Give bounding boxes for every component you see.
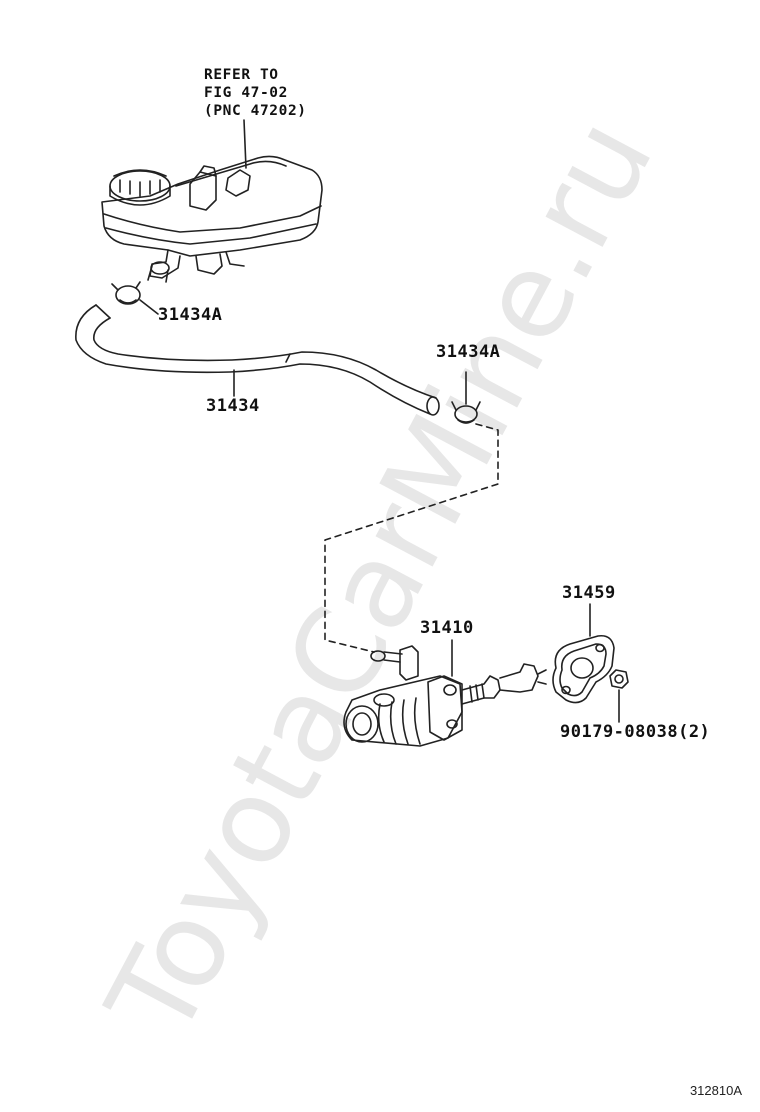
callout-clamp-upper[interactable]: 31434A	[158, 305, 223, 325]
reference-note-line1: REFER TO	[204, 67, 279, 83]
hose-clamp-lower[interactable]	[451, 371, 481, 424]
callout-nut[interactable]: 90179-08038(2)	[560, 722, 711, 742]
callout-master-cylinder[interactable]: 31410	[420, 618, 474, 638]
hose-clamp-upper[interactable]	[111, 281, 159, 315]
gasket[interactable]	[552, 603, 615, 704]
callout-hose[interactable]: 31434	[206, 396, 260, 416]
reference-note-line3: (PNC 47202)	[204, 103, 307, 119]
clutch-master-cylinder[interactable]	[343, 639, 547, 747]
callout-gasket[interactable]: 31459	[562, 583, 616, 603]
reservoir-tank[interactable]	[101, 119, 323, 283]
connection-dashed-line	[324, 423, 499, 653]
reservoir-hose[interactable]	[75, 304, 440, 416]
callout-clamp-lower[interactable]: 31434A	[436, 342, 501, 362]
figure-number: 312810A	[689, 1083, 742, 1098]
nut[interactable]	[609, 669, 629, 723]
reference-note: REFER TO FIG 47-02 (PNC 47202)	[204, 66, 307, 120]
reference-note-line2: FIG 47-02	[204, 85, 288, 101]
